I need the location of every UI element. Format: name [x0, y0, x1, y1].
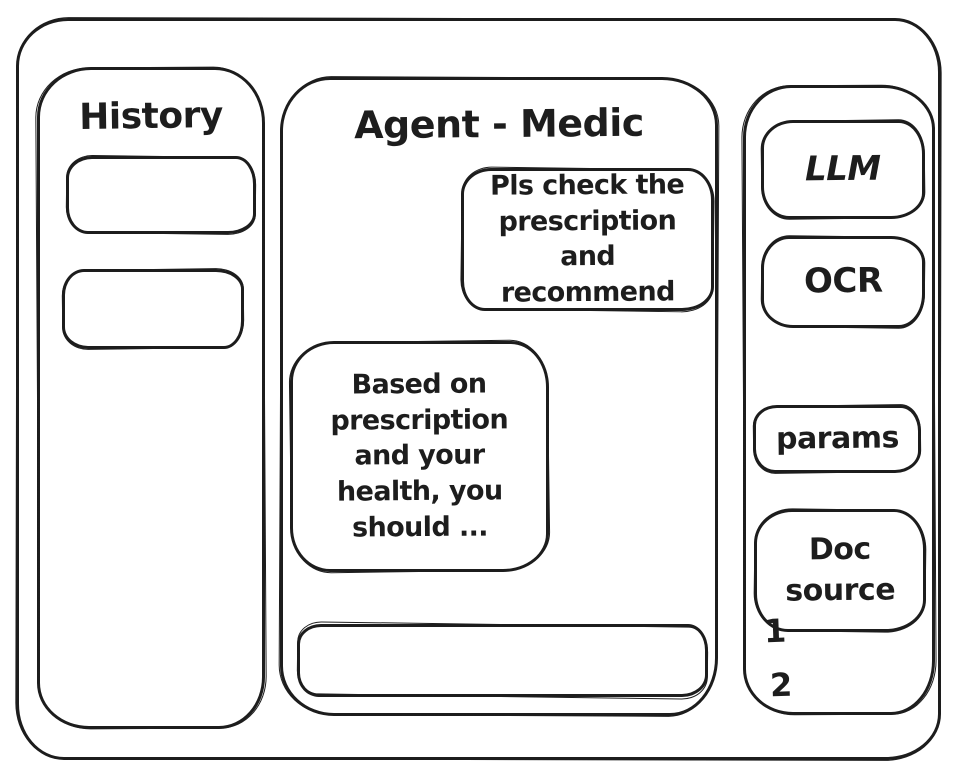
doc-source-item-2-label: 2 [769, 665, 793, 705]
app-frame: History Agent - Medic Pls check the pres… [16, 18, 941, 760]
history-item[interactable] [62, 269, 244, 349]
doc-source-button-label: Doc source [785, 531, 896, 609]
tools-sidebar: LLM OCR params Doc source 1 2 [743, 85, 935, 715]
chat-message-agent: Based on prescription and your health, y… [290, 341, 549, 572]
chat-panel: Agent - Medic Pls check the prescription… [280, 77, 718, 716]
llm-button[interactable]: LLM [761, 120, 925, 219]
history-title: History [78, 94, 224, 139]
history-item[interactable] [66, 156, 256, 234]
history-sidebar: History [37, 67, 265, 729]
chat-message-user-text: Pls check the prescription and recommend [489, 169, 685, 309]
doc-source-button[interactable]: Doc source [754, 509, 926, 632]
doc-source-item-1-label: 1 [763, 611, 787, 651]
chat-message-agent-text: Based on prescription and your health, y… [330, 368, 509, 544]
chat-input[interactable] [314, 633, 691, 688]
params-button[interactable]: params [753, 405, 921, 473]
llm-button-label: LLM [804, 148, 882, 189]
ocr-button-label: OCR [803, 260, 883, 302]
page-title: Agent - Medic [353, 100, 645, 148]
chat-input-box [297, 624, 708, 697]
ocr-button[interactable]: OCR [761, 236, 925, 328]
chat-message-user: Pls check the prescription and recommend [461, 168, 714, 311]
params-button-label: params [775, 420, 899, 457]
